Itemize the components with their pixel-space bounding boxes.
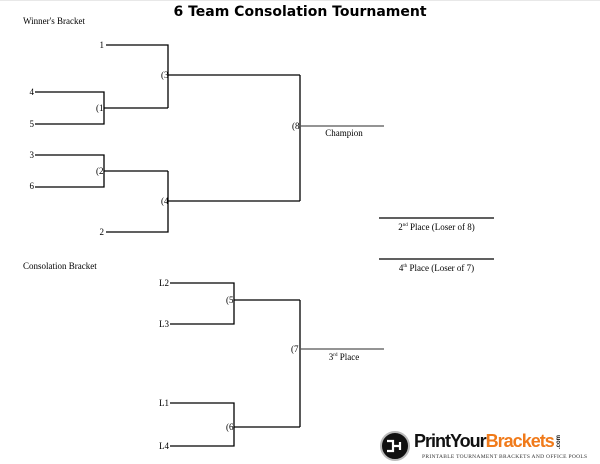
- consolation-bracket-label: Consolation Bracket: [23, 261, 97, 271]
- winners-round1-lines: [35, 91, 168, 188]
- second-place-label: 2nd Place (Loser of 8): [398, 222, 475, 232]
- game-5-label: (5: [226, 295, 234, 305]
- page-title: 6 Team Consolation Tournament: [173, 4, 427, 20]
- champion-label: Champion: [325, 128, 363, 138]
- game-6-label: (6: [226, 422, 234, 432]
- logo-wordmark: PrintYourBrackets.com: [414, 431, 562, 451]
- game-2-label: (2: [96, 166, 104, 176]
- seed-6: 6: [29, 181, 35, 191]
- winners-round2-lines: [106, 44, 300, 233]
- game-7-label: (7: [291, 344, 299, 354]
- logo-suffix: .com: [555, 435, 562, 450]
- entrant-l3: L3: [159, 319, 169, 329]
- entrant-l1: L1: [159, 398, 169, 408]
- seed-2: 2: [99, 227, 105, 237]
- game-8-label: (8: [292, 121, 300, 131]
- entrant-l2: L2: [159, 278, 169, 288]
- entrant-l4: L4: [159, 441, 169, 451]
- fourth-place-label: 4th Place (Loser of 7): [398, 263, 475, 273]
- printyourbrackets-logo: PrintYourBrackets.com PRINTABLE TOURNAME…: [378, 429, 598, 464]
- consolation-lines: [170, 282, 301, 447]
- game-4-label: (4: [161, 196, 169, 206]
- game-3-label: (3: [161, 70, 169, 80]
- logo-tagline: PRINTABLE TOURNAMENT BRACKETS AND OFFICE…: [422, 454, 588, 460]
- seed-4: 4: [29, 87, 35, 97]
- seed-5: 5: [29, 119, 35, 129]
- seed-3: 3: [29, 150, 35, 160]
- bracket-logo-icon: [380, 431, 410, 461]
- seed-1: 1: [99, 40, 105, 50]
- game-1-label: (1: [96, 103, 104, 113]
- winners-bracket-label: Winner's Bracket: [23, 16, 85, 26]
- third-place-label: 3rd Place: [328, 352, 360, 362]
